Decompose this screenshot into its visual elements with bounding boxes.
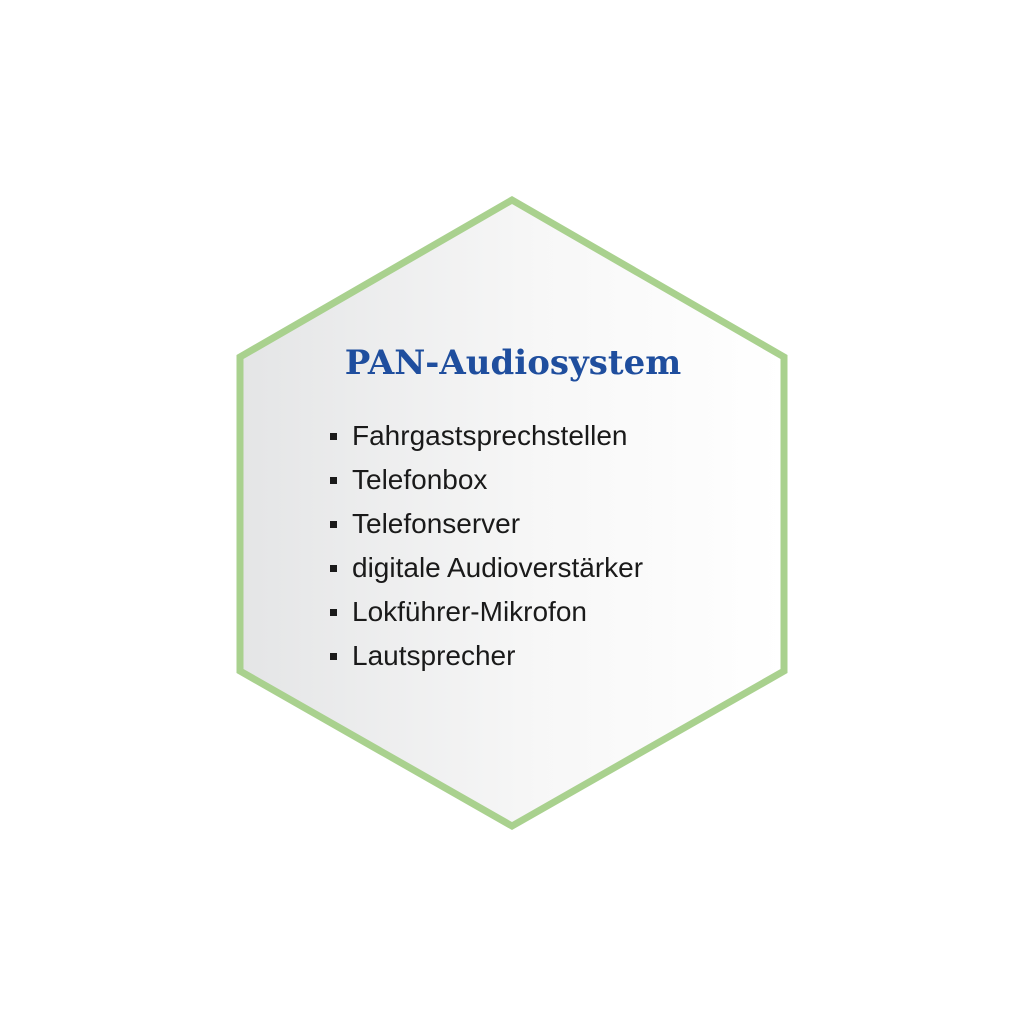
hexagon-outline <box>236 195 788 831</box>
list-item-label: Lautsprecher <box>352 640 516 671</box>
list-item-label: Telefonbox <box>352 464 488 495</box>
list-item-label: Fahrgastsprechstellen <box>352 420 628 451</box>
bullet-icon <box>330 520 337 528</box>
list-item: Lokführer-Mikrofon <box>330 590 643 634</box>
bullet-icon <box>330 608 337 616</box>
diagram-title: PAN-Audiosystem <box>344 343 682 383</box>
list-item: Fahrgastsprechstellen <box>330 414 643 458</box>
bullet-icon <box>330 652 337 660</box>
list-item-label: Lokführer-Mikrofon <box>352 596 587 627</box>
list-item: digitale Audioverstärker <box>330 546 643 590</box>
bullet-icon <box>330 432 337 440</box>
list-item: Telefonbox <box>330 458 643 502</box>
bullet-icon <box>330 564 337 572</box>
bullet-icon <box>330 476 337 484</box>
list-item: Lautsprecher <box>330 634 643 678</box>
list-item: Telefonserver <box>330 502 643 546</box>
list-item-label: digitale Audioverstärker <box>352 552 644 583</box>
feature-list: Fahrgastsprechstellen Telefonbox Telefon… <box>330 414 643 678</box>
list-item-label: Telefonserver <box>352 508 521 539</box>
